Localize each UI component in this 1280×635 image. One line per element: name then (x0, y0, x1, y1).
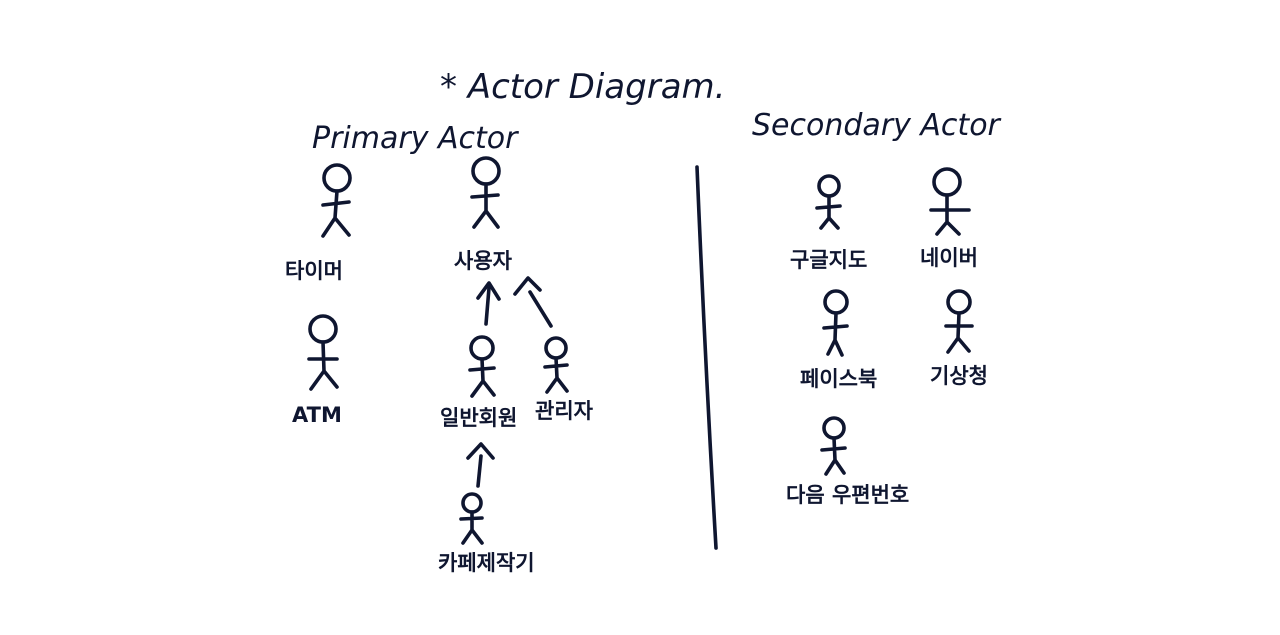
actor-label-daum-postcode: 다음 우편번호 (786, 483, 909, 507)
secondary-actor-heading: Secondary Actor (752, 108, 1002, 143)
actor-label-weather-agency: 기상청 (930, 364, 988, 388)
diagram-title: * Actor Diagram. (440, 67, 725, 107)
actor-cafe-maker (459, 492, 484, 545)
actor-atm (307, 314, 339, 391)
actor-naver (929, 167, 971, 236)
actor-facebook (822, 289, 849, 357)
actor-label-facebook: 페이스북 (800, 367, 877, 391)
actor-label-general-member: 일반회원 (440, 406, 517, 430)
actor-label-admin: 관리자 (535, 399, 594, 423)
actor-label-user: 사용자 (454, 249, 513, 273)
actor-label-timer: 타이머 (285, 259, 343, 283)
actor-label-atm: ATM (292, 403, 342, 427)
actor-timer (321, 163, 352, 238)
actor-user (470, 156, 501, 229)
actor-google-maps (815, 174, 842, 230)
divider-line (695, 165, 718, 550)
generalization-arrow-cafemaker-to-member (466, 442, 495, 488)
actor-label-cafe-maker: 카페제작기 (438, 551, 535, 575)
primary-actor-heading: Primary Actor (312, 121, 519, 156)
generalization-arrow-admin-to-user (513, 276, 553, 328)
generalization-arrow-member-to-user (476, 281, 501, 326)
actor-daum-postcode (820, 416, 847, 476)
actor-general-member (468, 335, 496, 398)
actor-label-naver: 네이버 (920, 246, 978, 270)
actor-admin (543, 336, 569, 394)
actor-label-google-maps: 구글지도 (790, 248, 867, 272)
actor-weather-agency (944, 289, 974, 354)
